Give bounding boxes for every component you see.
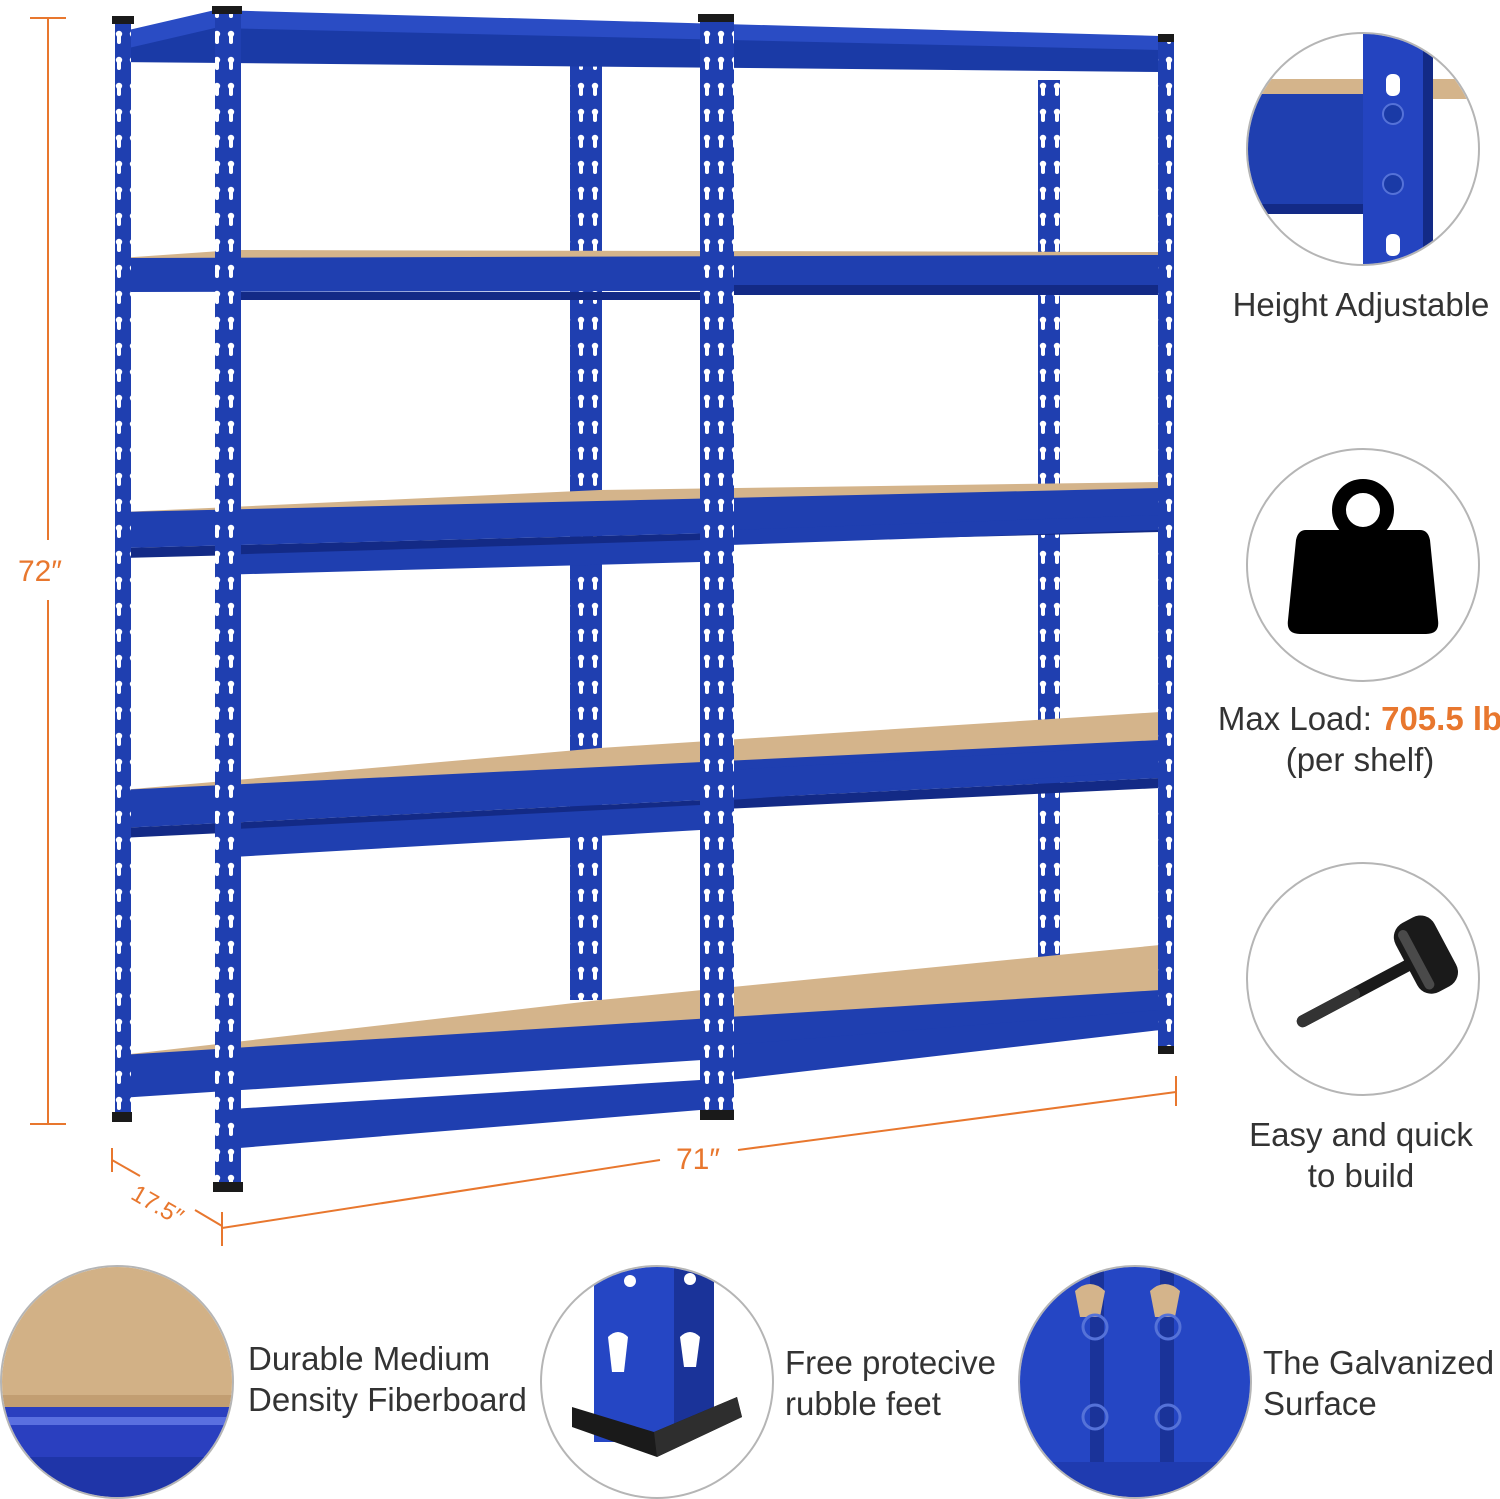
max-load-prefix: Max Load: — [1217, 700, 1382, 737]
front-post-right — [1158, 38, 1174, 1053]
shelving-unit-graphic — [30, 6, 1177, 1246]
easy-build-line2: to build — [1307, 1157, 1415, 1194]
rubber-feet-label: Free protecive rubble feet — [785, 1342, 996, 1424]
height-adjustable-label: Height Adjustable — [1232, 286, 1490, 323]
fiberboard-closeup-icon — [0, 1265, 234, 1499]
dimension-lines — [30, 17, 1177, 1246]
rubber-feet-line1: Free protecive — [785, 1344, 996, 1381]
mallet-icon — [1246, 862, 1480, 1096]
galvanized-label: The Galvanized Surface — [1263, 1342, 1494, 1424]
max-load-label: Max Load: 705.5 lb (per shelf) — [1210, 698, 1500, 780]
rubber-feet-line2: rubble feet — [785, 1385, 941, 1422]
front-post-left — [215, 10, 241, 1188]
shelf-post-closeup-icon — [1246, 32, 1480, 266]
height-dimension-label: 72″ — [18, 555, 62, 588]
shelving-unit-illustration — [30, 6, 1177, 1246]
front-post-middle — [700, 18, 734, 1118]
fiberboard-label: Durable Medium Density Fiberboard — [248, 1338, 527, 1420]
back-post-right — [1038, 80, 1060, 1000]
width-dimension-label: 71″ — [676, 1143, 720, 1176]
galvanized-line2: Surface — [1263, 1385, 1377, 1422]
front-post-far-left — [115, 20, 131, 1120]
easy-build-label: Easy and quick to build — [1215, 1114, 1500, 1196]
max-load-suffix: (per shelf) — [1285, 741, 1435, 778]
weight-icon — [1246, 448, 1480, 682]
fiberboard-line2: Density Fiberboard — [248, 1381, 527, 1418]
galvanized-line1: The Galvanized — [1263, 1344, 1495, 1381]
max-load-value: 705.5 lb — [1381, 700, 1500, 737]
fiberboard-line1: Durable Medium — [248, 1340, 491, 1377]
easy-build-line1: Easy and quick — [1249, 1116, 1473, 1153]
rubber-foot-closeup-icon — [540, 1265, 774, 1499]
galvanized-post-closeup-icon — [1018, 1265, 1252, 1499]
